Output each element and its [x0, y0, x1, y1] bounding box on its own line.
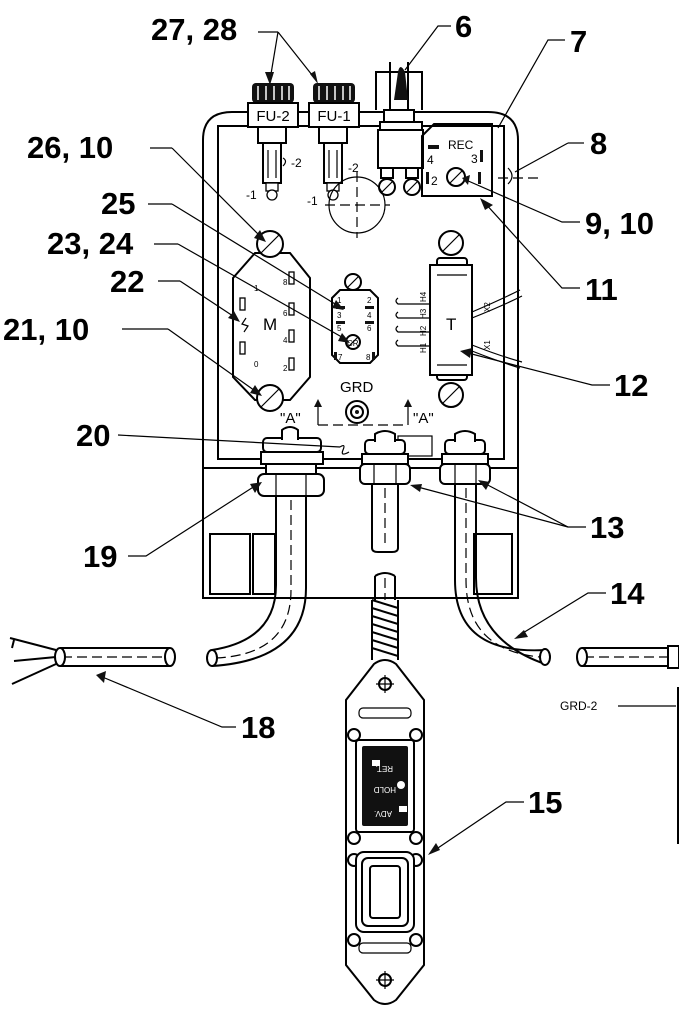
svg-text:0: 0: [254, 360, 259, 369]
leader-lines: [96, 25, 610, 855]
fu2-terminal-1: -1: [246, 188, 257, 202]
callout-25: 25: [101, 186, 135, 221]
grd2-label: GRD-2: [560, 699, 598, 713]
callout-12: 12: [614, 368, 648, 403]
fu1-label: FU-1: [317, 108, 350, 125]
pendant-control: RET. HOLD ADV.: [345, 659, 425, 1005]
callout-15: 15: [528, 785, 562, 820]
svg-text:6: 6: [367, 324, 372, 333]
svg-text:X1: X1: [483, 340, 492, 350]
fu2-terminal-2: -2: [291, 156, 302, 170]
svg-text:1: 1: [337, 296, 342, 305]
callout-14: 14: [610, 576, 645, 611]
rectifier-rec: REC 4 3 2: [421, 123, 493, 197]
svg-text:2: 2: [283, 364, 288, 373]
svg-text:4: 4: [367, 311, 372, 320]
fu1-terminal-1: -1: [307, 194, 318, 208]
callout-7: 7: [570, 24, 587, 59]
fuse-holder-fu1: FU-1 -2 -1: [307, 83, 360, 208]
svg-text:4: 4: [283, 336, 288, 345]
callout-22: 22: [110, 264, 144, 299]
cord-grip-center: [359, 430, 411, 485]
callout-13: 13: [590, 510, 624, 545]
svg-text:7: 7: [338, 353, 343, 362]
rec-label: REC: [448, 138, 474, 152]
callout-numbers: 27, 28 6 7 8 26, 10 25 23, 24 22 21, 10 …: [3, 9, 654, 820]
right-cable-end: GRD-2: [560, 645, 679, 844]
ground-stud: GRD "A" "A": [280, 379, 434, 457]
callout-11: 11: [585, 272, 618, 307]
control-relay-cr: 1 2 3 4 5 6 CR 7 8: [331, 273, 379, 364]
callout-23-24: 23, 24: [47, 226, 134, 261]
svg-text:H1: H1: [419, 342, 428, 353]
callout-20: 20: [76, 418, 110, 453]
motor-starter-label: M: [263, 315, 277, 334]
callout-8: 8: [590, 126, 607, 161]
svg-text:2: 2: [367, 296, 372, 305]
transformer-label: T: [446, 315, 456, 334]
mount-lug-right: [473, 533, 513, 595]
fuse-holder-fu2: FU-2 -2 -1: [246, 83, 302, 202]
transformer-t: T H1 H2 H3 H4 X1 X2: [395, 230, 523, 408]
callout-18: 18: [241, 710, 275, 745]
cord-grip-left: [257, 426, 325, 497]
svg-text:H4: H4: [419, 291, 428, 302]
callout-27-28: 27, 28: [151, 12, 237, 47]
cable-18: [9, 637, 176, 685]
adv-label: ADV.: [374, 809, 392, 818]
callout-19: 19: [83, 539, 117, 574]
svg-text:H3: H3: [419, 308, 428, 319]
svg-text:8: 8: [283, 278, 288, 287]
svg-text:X2: X2: [483, 302, 492, 312]
svg-text:H2: H2: [419, 325, 428, 336]
grd-label: GRD: [340, 379, 374, 396]
section-a-right: "A": [413, 410, 434, 427]
svg-text:6: 6: [283, 309, 288, 318]
center-knockout: [325, 172, 390, 238]
cables: [206, 484, 551, 667]
svg-text:3: 3: [471, 152, 478, 166]
svg-text:8: 8: [366, 353, 371, 362]
callout-9-10: 9, 10: [585, 206, 654, 241]
mount-lug-left: [209, 533, 251, 595]
fu2-label: FU-2: [256, 108, 289, 125]
callout-26-10: 26, 10: [27, 130, 113, 165]
ret-label: RET.: [376, 764, 393, 773]
control-relay-label: CR: [347, 339, 359, 348]
svg-text:2: 2: [431, 174, 438, 188]
svg-text:5: 5: [337, 324, 342, 333]
callout-21-10: 21, 10: [3, 312, 89, 347]
svg-text:4: 4: [427, 153, 434, 167]
callout-6: 6: [455, 9, 472, 44]
hold-label: HOLD: [374, 785, 396, 794]
fu1-terminal-2: -2: [348, 161, 359, 175]
cord-grip-right: [439, 430, 491, 485]
section-a-left: "A": [280, 410, 301, 427]
toggle-switch: [375, 62, 424, 196]
svg-text:3: 3: [337, 311, 342, 320]
